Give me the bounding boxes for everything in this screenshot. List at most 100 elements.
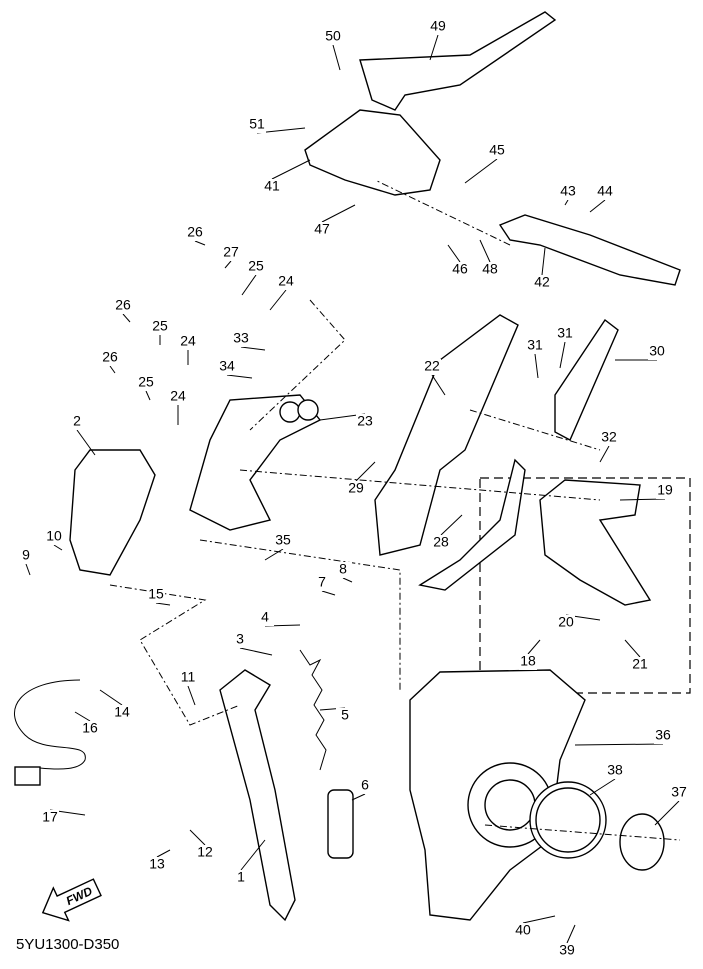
- callout-background: [81, 721, 99, 737]
- callout-background: [606, 763, 624, 779]
- callout-leader-line: [589, 199, 606, 213]
- callout-11: 11: [181, 669, 196, 685]
- callout-leader-line: [566, 924, 576, 944]
- callout-24: 24: [180, 333, 196, 349]
- callout-22: 22: [424, 358, 440, 374]
- callout-leader-line: [342, 577, 353, 583]
- callout-background: [248, 117, 266, 133]
- callout-background: [41, 810, 59, 826]
- callout-36: 36: [655, 727, 671, 743]
- callout-leader-line: [355, 461, 376, 482]
- callout-21: 21: [632, 656, 648, 672]
- callout-leader-line: [74, 711, 91, 722]
- callout-leader-line: [559, 341, 566, 369]
- callout-background: [218, 359, 236, 375]
- callout-32: 32: [601, 429, 617, 445]
- callout-background: [519, 654, 537, 670]
- callout-24: 24: [170, 388, 186, 404]
- callout-leader-line: [654, 800, 680, 826]
- callout-1: 1: [237, 869, 245, 885]
- callout-2: 2: [73, 413, 81, 429]
- callout-background: [514, 923, 532, 939]
- callout-leader-line: [187, 685, 196, 706]
- callout-46: 46: [452, 261, 468, 277]
- callout-26: 26: [102, 349, 118, 365]
- callout-43: 43: [560, 183, 576, 199]
- callout-background: [256, 610, 274, 626]
- callout-leader-line: [534, 353, 539, 379]
- callout-background: [556, 326, 574, 342]
- callout-background: [429, 19, 447, 35]
- callout-leader-line: [241, 274, 257, 296]
- callout-40: 40: [515, 922, 531, 938]
- callout-background: [533, 275, 551, 291]
- callout-background: [347, 481, 365, 497]
- callout-5: 5: [341, 707, 349, 723]
- part-brake-pedal: [498, 214, 681, 286]
- callout-leader-line: [264, 548, 284, 561]
- callout-16: 16: [82, 720, 98, 736]
- callout-47: 47: [314, 221, 330, 237]
- callout-leader-line: [269, 289, 287, 311]
- callout-background: [336, 708, 354, 724]
- callout-background: [559, 184, 577, 200]
- diagram-code: 5YU1300-D350: [16, 936, 120, 953]
- callout-background: [169, 389, 187, 405]
- callout-background: [232, 870, 250, 886]
- callout-background: [137, 375, 155, 391]
- callout-leader-line: [332, 44, 341, 71]
- callout-leader-line: [589, 778, 616, 796]
- callout-leader-line: [429, 34, 439, 61]
- callout-background: [631, 657, 649, 673]
- callout-leader-line: [351, 793, 366, 801]
- callout-8: 8: [339, 561, 347, 577]
- callout-background: [263, 179, 281, 195]
- callout-background: [670, 785, 688, 801]
- callout-leader-line: [25, 563, 31, 576]
- callout-leader-line: [240, 839, 266, 871]
- callout-background: [656, 483, 674, 499]
- callout-leader-line: [122, 313, 131, 323]
- callout-17: 17: [42, 809, 58, 825]
- callout-leader-line: [619, 498, 666, 501]
- callout-9: 9: [22, 547, 30, 563]
- callout-leader-line: [239, 647, 273, 656]
- callout-49: 49: [430, 18, 446, 34]
- callout-background: [334, 562, 352, 578]
- callout-background: [277, 274, 295, 290]
- part-footrest-bracket: [374, 314, 519, 556]
- callout-background: [247, 259, 265, 275]
- callout-background: [488, 143, 506, 159]
- callout-background: [231, 632, 249, 648]
- callout-29: 29: [348, 480, 364, 496]
- callout-background: [186, 225, 204, 241]
- callout-leader-line: [76, 429, 96, 456]
- callout-48: 48: [482, 261, 498, 277]
- callout-24: 24: [278, 273, 294, 289]
- callout-leader-line: [99, 689, 123, 706]
- callout-leader-line: [522, 915, 556, 924]
- part-spring: [299, 649, 327, 771]
- callout-background: [324, 29, 342, 45]
- part-heel-guard: [359, 11, 557, 111]
- callout-27: 27: [223, 244, 239, 260]
- callout-background: [654, 728, 672, 744]
- callout-35: 35: [275, 532, 291, 548]
- callout-background: [648, 344, 666, 360]
- callout-background: [147, 587, 165, 603]
- part-side-stand: [219, 669, 296, 922]
- callout-18: 18: [520, 653, 536, 669]
- callout-30: 30: [649, 343, 665, 359]
- callout-leader-line: [431, 374, 446, 396]
- callout-leader-line: [541, 247, 546, 276]
- part-cap: [619, 813, 665, 871]
- callout-leader-line: [271, 159, 311, 180]
- callout-31: 31: [557, 325, 573, 341]
- callout-33: 33: [233, 330, 249, 346]
- callout-leader-line: [479, 239, 491, 263]
- callout-background: [148, 857, 166, 873]
- footrest-assembly-box: [479, 477, 691, 694]
- part-cover-plate: [554, 318, 619, 441]
- callout-leader-line: [189, 829, 206, 846]
